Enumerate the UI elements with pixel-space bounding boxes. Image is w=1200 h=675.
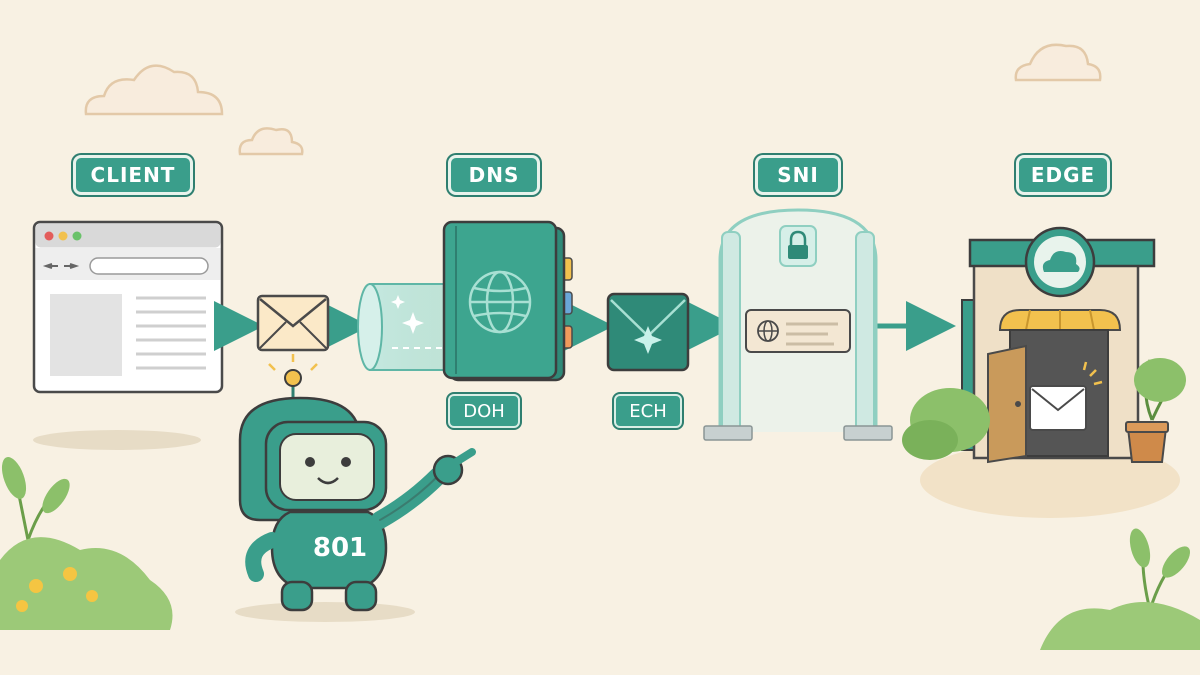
robot-shadow [235,602,415,622]
stage-label-dns: DNS [448,155,540,195]
client-shadow [33,430,201,450]
stage-label-edge: EDGE [1016,155,1110,195]
robot-number: 801 [312,533,368,563]
passport-book-icon [442,220,573,382]
bush-left [0,457,173,630]
cloud-decoration-small [238,127,304,156]
bush-right [1040,528,1200,650]
encrypted-envelope-icon [606,292,690,372]
lock-icon [779,225,817,267]
cloud-decoration-right [1014,43,1102,82]
cloud-icon [1024,226,1096,298]
stage-label-client: CLIENT [73,155,193,195]
tag-doh: DOH [448,394,520,428]
globe-icon [468,270,532,334]
id-card-icon [745,309,851,353]
plant-icon [902,358,1186,463]
cloud-decoration-large [84,64,224,116]
stage-label-sni: SNI [755,155,841,195]
envelope-icon [256,294,330,352]
robot-mascot [238,354,476,612]
tag-ech: ECH [614,394,682,428]
edge-ground [920,442,1180,518]
browser-window-icon [32,220,224,394]
